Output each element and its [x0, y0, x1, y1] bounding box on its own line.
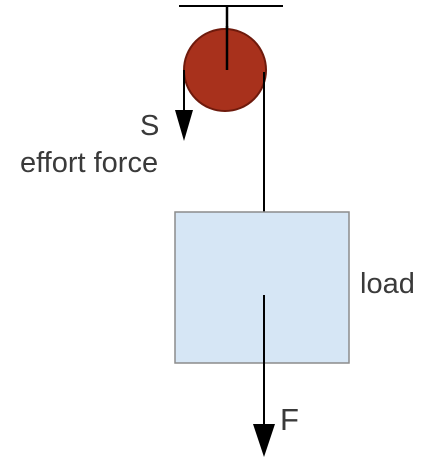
effort-force-label: effort force: [20, 147, 159, 179]
load-force-arrow-head: [253, 424, 275, 457]
load-force-symbol-label: F: [280, 402, 299, 437]
effort-arrow-head: [175, 110, 193, 141]
effort-symbol-label: S: [140, 110, 160, 142]
load-box: [174, 211, 350, 364]
load-label: load: [360, 268, 415, 300]
pulley-wheel: [183, 28, 267, 112]
